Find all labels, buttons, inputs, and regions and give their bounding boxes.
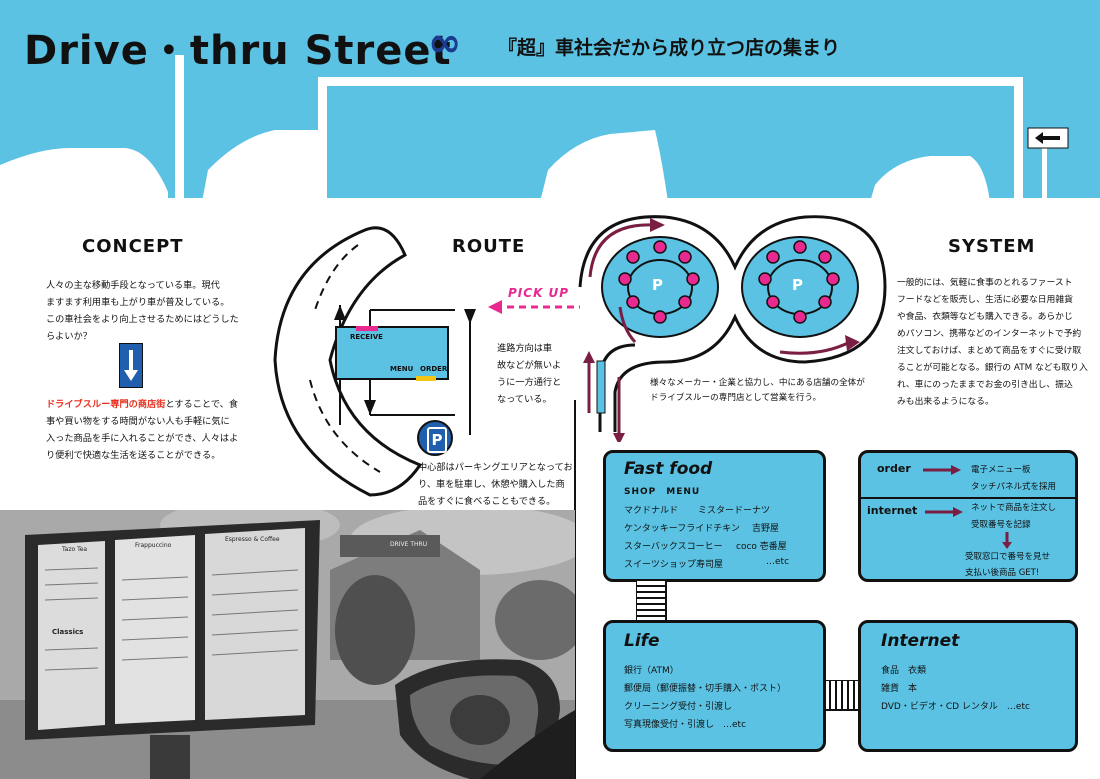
parking-symbol: P bbox=[427, 427, 447, 453]
concept-intro-line: 人々の主な移動手段となっている車。現代 bbox=[46, 280, 220, 291]
system-body: 一般的には、気軽に食事のとれるファースト フードなどを販売し、生活に必要な日用雑… bbox=[897, 275, 1097, 411]
result-item: 受取窓口で番号を見せ bbox=[965, 552, 1051, 562]
concept-intro-line: ますます利用車も上がり車が普及している。 bbox=[46, 297, 230, 308]
concept-highlight: ドライブスルー専門の商店街 bbox=[46, 399, 166, 410]
shop-name: …etc bbox=[766, 557, 790, 567]
pickup-label: PICK UP bbox=[508, 286, 570, 300]
receive-label: RECEIVE bbox=[350, 333, 383, 341]
internet-box-item: DVD・ビデオ・CD レンタル …etc bbox=[881, 702, 1030, 712]
system-center-line: ドライブスルーの専門店として営業を行う。 bbox=[650, 393, 822, 403]
shop-stalls bbox=[618, 240, 840, 324]
parking-sign-icon: P bbox=[417, 420, 453, 456]
system-body-line: フードなどを販売し、生活に必要な日用雑貨 bbox=[897, 295, 1073, 305]
life-panel: Life 銀行（ATM） 郵便局（郵便振替・切手購入・ポスト） クリーニング受付… bbox=[603, 620, 826, 752]
drive-thru-sign: DRIVE THRU bbox=[390, 541, 428, 548]
system-body-line: ることが可能となる。銀行の ATM なども取り入 bbox=[897, 363, 1088, 373]
right-arrow-icon bbox=[925, 507, 963, 517]
life-title: Life bbox=[624, 631, 660, 651]
fastfood-title: Fast food bbox=[624, 459, 713, 479]
system-center-line: 様々なメーカー・企業と協力し、中にある店舗の全体が bbox=[650, 378, 865, 388]
parking-desc: 中心部はパーキングエリアとなってお り、車を駐車し、休憩や購入した商 品をすぐに… bbox=[418, 459, 578, 510]
right-arrow-icon bbox=[923, 465, 961, 475]
concept-body-line: 入った商品を手に入れることができ、人々はよ bbox=[46, 433, 239, 444]
order-item: タッチパネル式を採用 bbox=[971, 482, 1057, 492]
life-item: 写真現像受付・引渡し …etc bbox=[624, 720, 747, 730]
shop-name: スイーツショップ bbox=[624, 560, 696, 570]
system-body-line: 注文しておけば、まとめて商品をすぐに受け取 bbox=[897, 346, 1082, 356]
parking-symbol-right: P bbox=[792, 276, 803, 294]
panel-divider bbox=[861, 497, 1075, 499]
parking-symbol-left: P bbox=[652, 276, 663, 294]
order-flow-panel: order 電子メニュー板 タッチパネル式を採用 internet ネットで商品… bbox=[858, 450, 1078, 582]
drive-thru-photo: Tazo Tea Frappuccino Espresso & Coffee C… bbox=[0, 510, 575, 779]
concept-intro: 人々の主な移動手段となっている車。現代 ますます利用車も上がり車が普及している。… bbox=[46, 277, 276, 345]
concept-intro-line: らよいか？ bbox=[46, 331, 92, 342]
system-body-line: や食品、衣類等なども購入できる。あらかじ bbox=[897, 312, 1073, 322]
route-desc-line: なっている。 bbox=[497, 394, 552, 405]
infinity-icon: ∞ bbox=[428, 20, 462, 66]
connector-ladder bbox=[636, 580, 667, 622]
internet-item: ネットで商品を注文し bbox=[971, 503, 1057, 513]
shop-name: coco 壱番屋 bbox=[736, 542, 787, 552]
header-tagline: 『超』車社会だから成り立つ店の集まり bbox=[498, 37, 841, 59]
menu-label: MENU bbox=[390, 365, 414, 373]
parking-desc-line: り、車を駐車し、休憩や購入した商 bbox=[418, 479, 565, 490]
fastfood-subtitle: SHOP MENU bbox=[624, 487, 701, 497]
system-center-desc: 様々なメーカー・企業と協力し、中にある店舗の全体が ドライブスルーの専門店として… bbox=[650, 376, 865, 406]
system-body-line: めパソコン、携帯などのインターネットで予約 bbox=[897, 329, 1082, 339]
shop-name: ミスタードーナツ bbox=[698, 506, 771, 516]
down-arrow-icon bbox=[119, 343, 143, 388]
concept-body: ドライブスルー専門の商店街とすることで、食 事や買い物をする時間がない人も手軽に… bbox=[46, 396, 286, 464]
shop-name: 寿司屋 bbox=[696, 560, 724, 570]
life-item: クリーニング受付・引渡し bbox=[624, 702, 733, 712]
route-desc-line: うに一方通行と bbox=[497, 377, 562, 388]
life-item: 銀行（ATM） bbox=[624, 666, 679, 676]
internet-box-item: 雑貨 本 bbox=[881, 684, 918, 694]
result-item: 支払い後商品 GET! bbox=[965, 568, 1040, 578]
concept-intro-line: この車社会をより向上させるためにはどうした bbox=[46, 314, 239, 325]
concept-body-line: り便利で快適な生活を送ることができる。 bbox=[46, 450, 221, 461]
internet-box-item: 食品 衣類 bbox=[881, 666, 927, 676]
route-desc: 進路方向は車 故などが無いよ うに一方通行と なっている。 bbox=[497, 340, 561, 408]
shop-name: ケンタッキーフライドチキン bbox=[624, 524, 740, 534]
system-body-line: みも出来るようになる。 bbox=[897, 397, 994, 407]
photo-illustration bbox=[0, 510, 575, 779]
menu-board-classics: Classics bbox=[52, 628, 84, 636]
order-label: ORDER bbox=[420, 365, 448, 373]
shop-name: マクドナルド bbox=[624, 506, 679, 516]
skyline-illustration bbox=[0, 55, 1100, 207]
parking-desc-line: 中心部はパーキングエリアとなってお bbox=[418, 462, 573, 473]
system-title: SYSTEM bbox=[948, 236, 1036, 257]
menu-board-title: Tazo Tea bbox=[62, 546, 88, 553]
internet-panel: Internet 食品 衣類 雑貨 本 DVD・ビデオ・CD レンタル …etc bbox=[858, 620, 1078, 752]
system-body-line: れ、車にのったままでお金の引き出し、振込 bbox=[897, 380, 1073, 390]
system-body-line: 一般的には、気軽に食事のとれるファースト bbox=[897, 278, 1073, 288]
site-logo: Drive・thru Street bbox=[24, 28, 452, 74]
concept-body-line: 事や買い物をする時間がない人も手軽に気に bbox=[46, 416, 230, 427]
shop-name: スターバックスコーヒー bbox=[624, 542, 723, 552]
route-desc-line: 故などが無いよ bbox=[497, 360, 562, 371]
header-sky-banner: Drive・thru Street ∞ 『超』車社会だから成り立つ店の集まり bbox=[0, 0, 1100, 207]
order-item: 電子メニュー板 bbox=[971, 465, 1031, 475]
internet-item: 受取番号を記録 bbox=[971, 520, 1031, 530]
down-arrow-icon bbox=[1002, 532, 1012, 549]
route-diagram bbox=[273, 226, 580, 497]
section-divider bbox=[574, 400, 576, 779]
internet-method-label: internet bbox=[867, 504, 918, 517]
connector-ladder bbox=[824, 680, 860, 711]
order-method-label: order bbox=[877, 462, 911, 475]
concept-title: CONCEPT bbox=[82, 236, 184, 257]
parking-desc-line: 品をすぐに食べることもできる。 bbox=[418, 496, 556, 507]
concept-body-line: とすることで、食 bbox=[165, 399, 239, 410]
shop-name: 吉野屋 bbox=[752, 524, 780, 534]
menu-board-col2: Frappuccino bbox=[135, 542, 172, 549]
life-item: 郵便局（郵便振替・切手購入・ポスト） bbox=[624, 684, 787, 694]
route-title: ROUTE bbox=[452, 236, 526, 257]
internet-title: Internet bbox=[881, 631, 960, 651]
fastfood-panel: Fast food SHOP MENU マクドナルド ミスタードーナツ ケンタッ… bbox=[603, 450, 826, 582]
route-desc-line: 進路方向は車 bbox=[497, 343, 553, 354]
menu-board-col3: Espresso & Coffee bbox=[225, 536, 280, 543]
